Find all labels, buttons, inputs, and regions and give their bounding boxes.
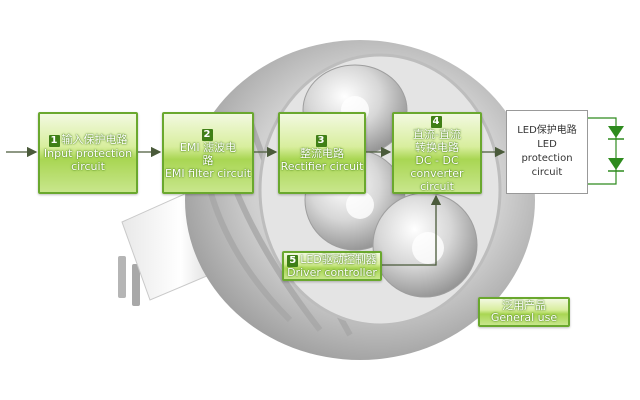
- step-dc-dc-converter: 4 直流-直流 转换电路 DC - DC converter circuit: [392, 112, 482, 194]
- step-number-badge: 1: [48, 135, 60, 147]
- led-diode-icon: [608, 158, 624, 172]
- step-title-en: Rectifier circuit: [280, 160, 364, 173]
- step-title-cn: 输入保护电路: [61, 133, 128, 146]
- step-title-en: EMI filter circuit: [164, 166, 252, 180]
- step-number-badge: 4: [430, 115, 442, 128]
- general-use-cn: 泛用产品: [502, 299, 546, 312]
- led-protection-title-en: LED protection circuit: [521, 139, 573, 178]
- general-use-en: General use: [490, 311, 558, 324]
- led-protection-box: LED保护电路 LED protection circuit: [506, 110, 588, 194]
- step-title-en: Driver controller: [287, 265, 377, 279]
- led-output-rail: [588, 117, 624, 185]
- general-use-badge: 泛用产品 General use: [478, 297, 570, 327]
- step-title-en: DC - DC converter circuit: [410, 153, 464, 193]
- step-number-badge: 2: [201, 128, 213, 141]
- step-rectifier: 3 整流电路 Rectifier circuit: [278, 112, 366, 194]
- step-title-cn: LED驱动控制器: [300, 252, 377, 266]
- led-protection-title-cn: LED保护电路: [517, 125, 577, 136]
- arrow-5-4: [382, 194, 442, 266]
- step-title-en: Input protection circuit: [43, 147, 133, 173]
- step-number-badge: 3: [315, 135, 327, 147]
- step-title-cn: 直流-直流 转换电路: [413, 127, 461, 154]
- step-title-cn: 整流电路: [300, 147, 344, 160]
- step-number-badge: 5: [287, 254, 299, 267]
- step-title-cn: EMI 滤波电路: [179, 140, 237, 167]
- step-emi-filter: 2 EMI 滤波电路 EMI filter circuit: [162, 112, 254, 194]
- led-diode-icon: [608, 126, 624, 140]
- bulb-pins: [118, 256, 140, 306]
